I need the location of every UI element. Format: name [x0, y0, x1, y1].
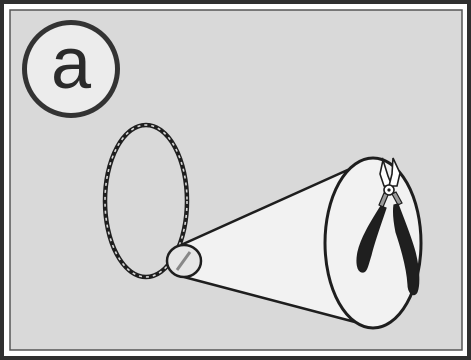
step-label: a: [22, 20, 120, 118]
